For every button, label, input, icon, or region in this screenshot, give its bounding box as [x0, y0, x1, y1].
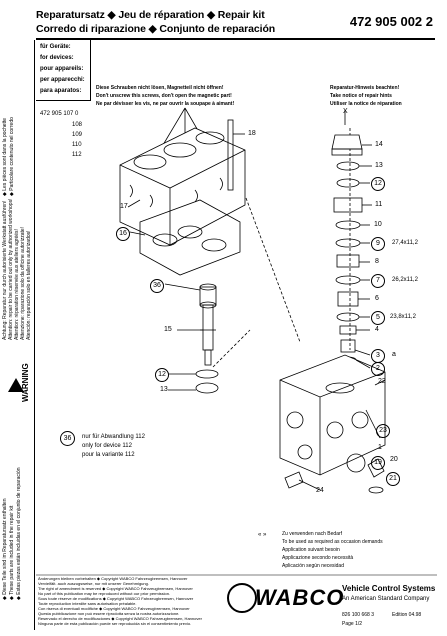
ring-13-drawing — [195, 382, 219, 394]
document-number: 826 100 668 3 — [342, 612, 374, 618]
devices-heading-3: pour appareils: — [40, 66, 84, 72]
repair-warning-2: Take notice of repair hints — [330, 93, 392, 99]
device-item-5: 112 — [72, 152, 82, 158]
part-36-drawing — [199, 283, 217, 309]
device-item-2: 108 — [72, 122, 83, 128]
copyright-line-1: Änderungen bleiben vorbehalten ◆ Copyrig… — [38, 576, 188, 581]
copyright-line-4: No part of this publication may be repro… — [38, 591, 171, 596]
legend-line-3: Application suivant besoin — [282, 547, 340, 553]
company-subtitle: An American Standard Company — [342, 596, 430, 602]
wabco-logo: WABCO — [255, 585, 345, 610]
callout-36: 36 — [150, 279, 164, 293]
leader-lines — [127, 133, 386, 391]
gasket-drawing — [139, 199, 241, 276]
copyright-line-6: Toute reproduction interdite sans autori… — [38, 601, 137, 606]
callout-a: a — [392, 351, 396, 358]
legend-line-4: Applicazione secondo necessità — [282, 555, 354, 561]
callout-23: 23 — [376, 424, 390, 438]
repair-warning-1: Reparatur-Hinweis beachten! — [330, 85, 400, 91]
dimension-7: 26,2x11,2 — [392, 277, 418, 283]
device-item-3: 109 — [72, 132, 83, 138]
callout-16: 16 — [116, 227, 130, 241]
note-36-badge: 36 — [60, 431, 75, 446]
valve-stack-drawing — [331, 134, 363, 364]
copyright-line-5: Sous toute réserve de modifications ◆ Co… — [38, 596, 194, 601]
screw-warning-2: Don't unscrew this screws, don't open th… — [96, 93, 232, 99]
part-number: 472 905 002 2 — [349, 14, 433, 29]
callout-10: 10 — [374, 221, 382, 228]
screw-warning-3: Ne par dévisser les vis, ne par ouvrir l… — [96, 101, 235, 107]
callout-2: 2 — [371, 362, 385, 376]
devices-heading-box — [36, 40, 91, 101]
ring-12-drawing — [195, 369, 219, 379]
callout-22: 22 — [378, 378, 386, 385]
callout-7: 7 — [371, 274, 385, 288]
callout-4: 4 — [375, 326, 379, 333]
callout-14: 14 — [375, 141, 383, 148]
company-name: Vehicle Control Systems — [342, 584, 436, 593]
copyright-line-2: Vervielfält. auch auszugsweise, nur mit … — [38, 581, 149, 586]
callout-15: 15 — [164, 326, 172, 333]
callout-17: 17 — [120, 203, 128, 210]
devices-heading-1: für Geräte: — [40, 44, 71, 50]
callout-x: X — [343, 108, 348, 115]
callout-13-right: 13 — [375, 162, 383, 169]
part-21-drawing — [368, 486, 384, 494]
note-36-line-1: nur für Abwandlung 112 — [82, 434, 145, 440]
callout-9: 9 — [371, 237, 385, 251]
callout-12-right: 12 — [371, 177, 385, 191]
legend-line-1: Zu verwenden nach Bedarf — [282, 531, 343, 537]
callout-19: 19 — [371, 456, 385, 470]
left-column-divider — [34, 40, 35, 630]
callout-24: 24 — [316, 487, 324, 494]
title-line-2: Corredo di riparazione ◆ Conjunto de rep… — [36, 23, 276, 35]
warning-triangle-icon — [8, 378, 24, 392]
legend-line-2: To be used as required as occasion deman… — [282, 539, 383, 545]
callout-3: 3 — [371, 349, 385, 363]
copyright-line-9: Reservado el derecho de modificaciones ◆… — [38, 616, 202, 621]
valve-body-drawing — [279, 354, 386, 476]
callout-11: 11 — [375, 201, 383, 208]
part-19-drawing — [346, 453, 366, 473]
legend-line-5: Aplicación según necesidad — [282, 563, 344, 569]
device-item-4: 110 — [72, 142, 82, 148]
note-36-line-3: pour la variante 112 — [82, 452, 135, 458]
copyright-line-10: Ninguna parte de esta publicación puede … — [38, 621, 192, 626]
callout-8: 8 — [375, 258, 379, 265]
callout-20: 20 — [390, 456, 398, 463]
dimension-5: 23,8x11,2 — [390, 314, 416, 320]
wabco-logo-icon — [227, 583, 257, 613]
callout-1: 1 — [378, 444, 382, 451]
devices-heading-2: for devices: — [40, 55, 74, 61]
device-item-1: 472 905 107 0 — [40, 111, 79, 117]
part-15-drawing — [200, 304, 216, 366]
header-rule — [36, 38, 435, 40]
dimension-9: 27,4x11,2 — [392, 240, 418, 246]
copyright-line-8: Questa pubblicazione non può essere ripr… — [38, 611, 180, 616]
upper-housing-drawing — [119, 119, 246, 246]
screw-warning-1: Diese Schrauben nicht lösen, Magnetteil … — [96, 85, 224, 91]
devices-heading-4: per apparecchi: — [40, 77, 85, 83]
page-number: Page 1/2 — [342, 621, 363, 627]
part-24-drawing — [284, 471, 304, 489]
legend-symbol: « » — [258, 532, 267, 538]
copyright-line-7: Con riserva di eventuali modifiche ◆ Cop… — [38, 606, 190, 611]
note-36-line-2: only for device 112 — [82, 443, 132, 449]
callout-21: 21 — [386, 472, 400, 486]
copyright-line-3: The right of amendment is reserved ◆ Cop… — [38, 586, 193, 591]
callout-12-left: 12 — [155, 368, 169, 382]
title-line-1: Reparatursatz ◆ Jeu de réparation ◆ Repa… — [36, 9, 265, 21]
callout-18: 18 — [248, 130, 256, 137]
callout-6: 6 — [375, 295, 379, 302]
devices-heading-5: para aparatos: — [40, 88, 82, 94]
callout-13-left: 13 — [160, 386, 168, 393]
edition: Edition 04.98 — [392, 612, 422, 618]
callout-5: 5 — [371, 311, 385, 325]
repair-warning-3: Utiliser la notice de réparation — [330, 101, 402, 107]
